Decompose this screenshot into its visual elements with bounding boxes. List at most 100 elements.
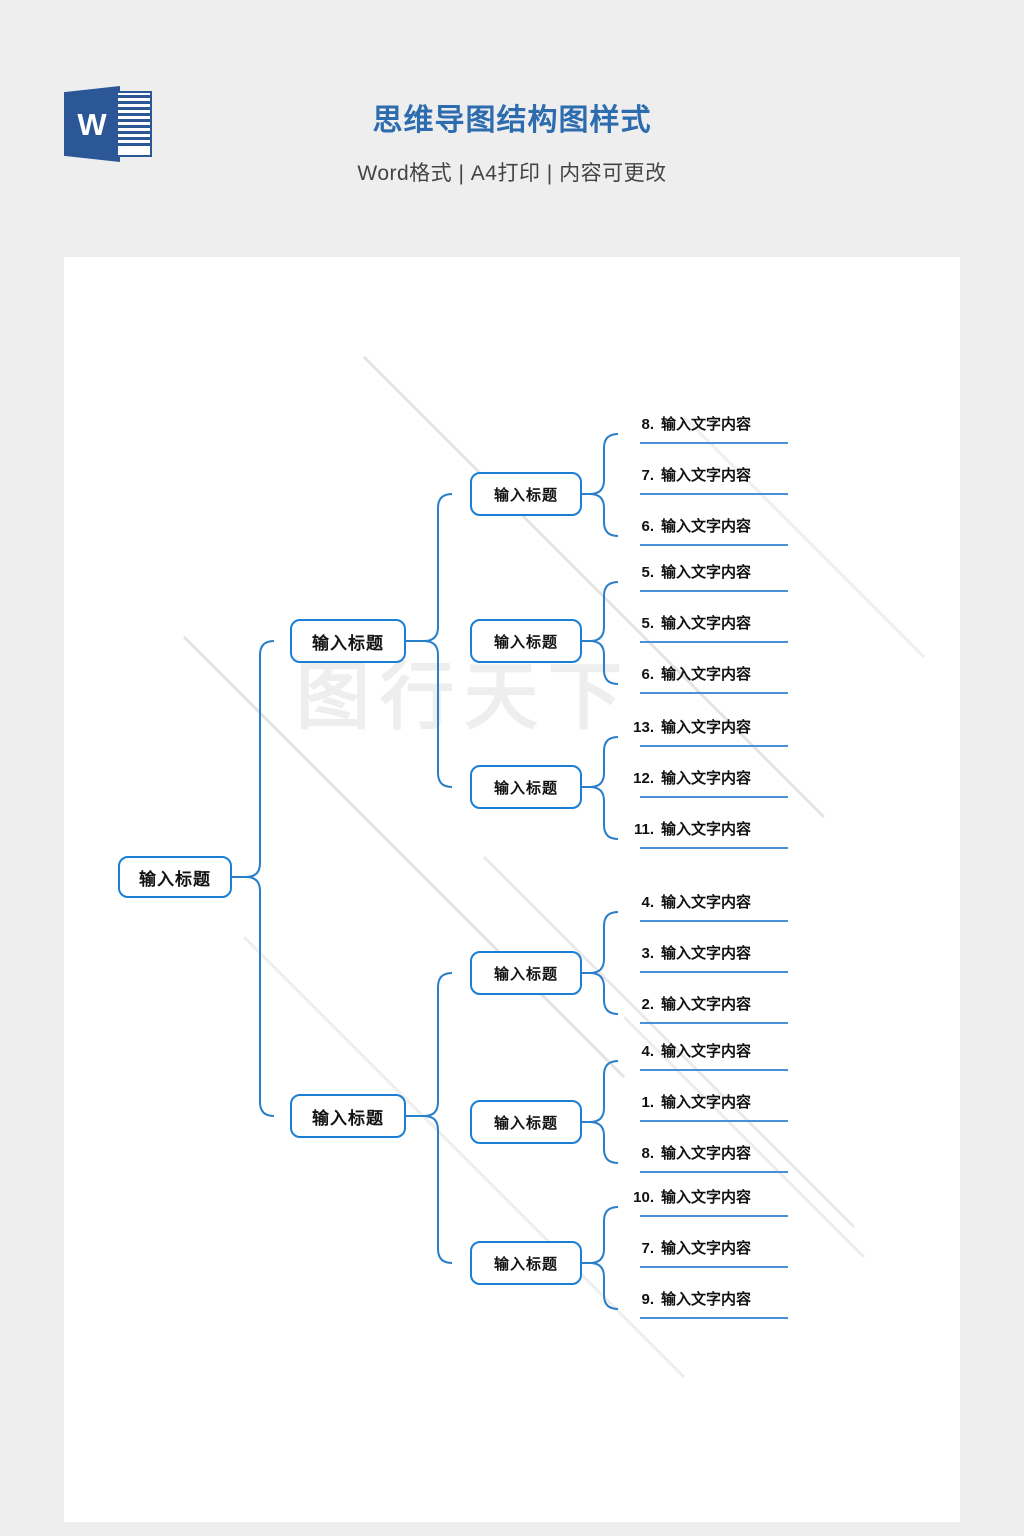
node-level3-label: 输入标题 — [493, 779, 558, 797]
node-root-label: 输入标题 — [139, 869, 211, 889]
leaf-item[interactable]: 13. 输入文字内容 — [624, 715, 794, 749]
leaf-item-underline — [640, 641, 788, 643]
node-level3[interactable]: 输入标题 — [470, 619, 582, 663]
leaf-item-number: 6. — [641, 666, 654, 683]
leaf-item-label: 输入文字内容 — [661, 666, 752, 683]
leaf-item-underline — [640, 1215, 788, 1217]
node-level3[interactable]: 输入标题 — [470, 951, 582, 995]
node-level3-label: 输入标题 — [493, 633, 558, 651]
leaf-item[interactable]: 10.输入文字内容 — [624, 1185, 794, 1219]
node-root[interactable]: 输入标题 — [118, 856, 232, 898]
node-level3[interactable]: 输入标题 — [470, 765, 582, 809]
leaf-item-number: 6. — [641, 518, 654, 535]
leaf-item[interactable]: 6. 输入文字内容 — [624, 514, 794, 548]
node-level3[interactable]: 输入标题 — [470, 472, 582, 516]
leaf-item[interactable]: 5.输入文字内容 — [624, 560, 794, 594]
leaf-item-label: 输入文字内容 — [661, 1240, 752, 1257]
word-document-icon: W — [64, 84, 164, 164]
leaf-item-underline — [640, 847, 788, 849]
leaf-item[interactable]: 7. 输入文字内容 — [624, 463, 794, 497]
node-level2-label: 输入标题 — [312, 633, 384, 653]
leaf-item-number: 11. — [633, 821, 654, 838]
node-level3[interactable]: 输入标题 — [470, 1241, 582, 1285]
leaf-item-number: 5. — [641, 615, 654, 632]
leaf-item-label: 输入文字内容 — [661, 1291, 752, 1308]
leaf-item[interactable]: 6. 输入文字内容 — [624, 662, 794, 696]
leaf-item[interactable]: 7. 输入文字内容 — [624, 1236, 794, 1270]
leaf-item[interactable]: 9. 输入文字内容 — [624, 1287, 794, 1321]
leaf-item-number: 9. — [641, 1291, 654, 1308]
leaf-item-label: 输入文字内容 — [661, 615, 752, 632]
node-level3-label: 输入标题 — [493, 1255, 558, 1273]
leaf-item-label: 输入文字内容 — [661, 996, 752, 1013]
word-icon-lines — [118, 95, 150, 153]
leaf-item-label: 输入文字内容 — [661, 719, 752, 736]
node-level2[interactable]: 输入标题 — [290, 1094, 406, 1138]
word-icon-letter: W — [77, 107, 107, 142]
leaf-item-number: 7. — [641, 1240, 654, 1257]
word-icon-fold — [64, 86, 120, 162]
leaf-item-text: 3. 输入文字内容 — [624, 941, 794, 967]
leaf-item-text: 10.输入文字内容 — [624, 1185, 794, 1211]
leaf-item-underline — [640, 920, 788, 922]
node-level3-label: 输入标题 — [493, 1114, 558, 1132]
page-subtitle: Word格式 | A4打印 | 内容可更改 — [357, 162, 667, 185]
node-level2-label: 输入标题 — [312, 1108, 384, 1128]
leaf-item[interactable]: 4.输入文字内容 — [624, 890, 794, 924]
leaf-item[interactable]: 1. 输入文字内容 — [624, 1090, 794, 1124]
leaf-item-text: 1. 输入文字内容 — [624, 1090, 794, 1116]
node-level3-label: 输入标题 — [493, 965, 558, 983]
node-level2[interactable]: 输入标题 — [290, 619, 406, 663]
leaf-item-underline — [640, 1317, 788, 1319]
leaf-item[interactable]: 8. 输入文字内容 — [624, 412, 794, 446]
leaf-item[interactable]: 5. 输入文字内容 — [624, 611, 794, 645]
leaf-item-label: 输入文字内容 — [661, 821, 752, 838]
leaf-item-underline — [640, 745, 788, 747]
leaf-item[interactable]: 8.输入文字内容 — [624, 1141, 794, 1175]
leaf-item-number: 3. — [641, 945, 654, 962]
leaf-item-underline — [640, 1022, 788, 1024]
leaf-item-number: 7. — [641, 467, 654, 484]
leaf-item[interactable]: 4. 输入文字内容 — [624, 1039, 794, 1073]
leaf-item-text: 8.输入文字内容 — [624, 1141, 794, 1167]
leaf-item-underline — [640, 1069, 788, 1071]
leaf-item-text: 9. 输入文字内容 — [624, 1287, 794, 1313]
leaf-item-number: 4. — [641, 1043, 654, 1060]
leaf-item-label: 输入文字内容 — [661, 467, 752, 484]
node-level3[interactable]: 输入标题 — [470, 1100, 582, 1144]
leaf-item-label: 输入文字内容 — [661, 1043, 752, 1060]
leaf-item-number: 13. — [633, 719, 654, 736]
leaf-item-number: 5. — [641, 564, 654, 581]
leaf-item-label: 输入文字内容 — [661, 416, 752, 433]
leaf-item-text: 2. 输入文字内容 — [624, 992, 794, 1018]
leaf-item-text: 6. 输入文字内容 — [624, 514, 794, 540]
leaf-item-underline — [640, 692, 788, 694]
leaf-item-underline — [640, 971, 788, 973]
leaf-item-number: 1. — [641, 1094, 654, 1111]
leaf-item[interactable]: 11. 输入文字内容 — [624, 817, 794, 851]
connector-lines — [232, 433, 619, 1310]
leaf-item-text: 12.输入文字内容 — [624, 766, 794, 792]
leaf-item-text: 7. 输入文字内容 — [624, 463, 794, 489]
node-level3-label: 输入标题 — [493, 486, 558, 504]
leaf-item-text: 5.输入文字内容 — [624, 560, 794, 586]
leaf-item-number: 2. — [641, 996, 654, 1013]
leaf-item-label: 输入文字内容 — [661, 894, 752, 911]
leaf-item-number: 8. — [641, 416, 654, 433]
leaf-item[interactable]: 3. 输入文字内容 — [624, 941, 794, 975]
title-block: 思维导图结构图样式 Word格式 | A4打印 | 内容可更改 — [0, 95, 1024, 187]
leaf-item-underline — [640, 1171, 788, 1173]
leaf-item-label: 输入文字内容 — [661, 1094, 752, 1111]
leaf-item[interactable]: 12.输入文字内容 — [624, 766, 794, 800]
leaf-item-text: 11. 输入文字内容 — [624, 817, 794, 843]
leaf-item-underline — [640, 442, 788, 444]
leaf-item-label: 输入文字内容 — [661, 518, 752, 535]
leaf-item-text: 8. 输入文字内容 — [624, 412, 794, 438]
page-title: 思维导图结构图样式 — [372, 104, 652, 137]
leaf-item[interactable]: 2. 输入文字内容 — [624, 992, 794, 1026]
leaf-item-underline — [640, 1266, 788, 1268]
leaf-item-label: 输入文字内容 — [661, 945, 752, 962]
leaf-item-underline — [640, 1120, 788, 1122]
